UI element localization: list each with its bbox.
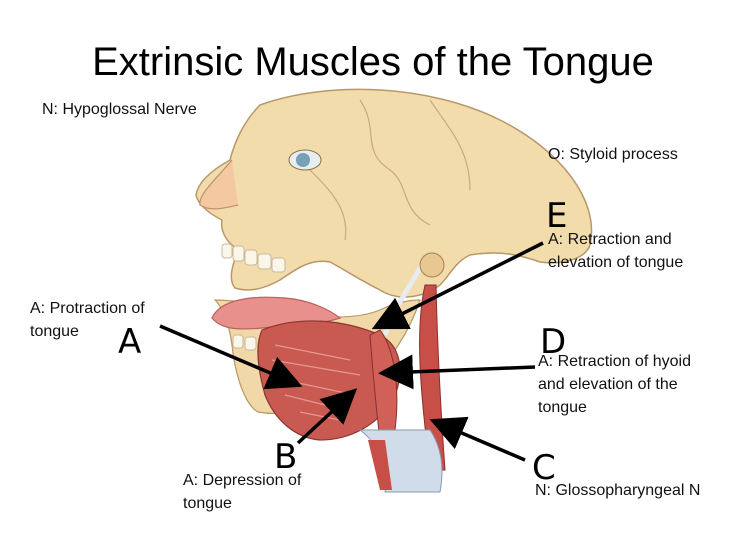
page-title: Extrinsic Muscles of the Tongue [92,40,654,84]
label-hypoglossal-nerve: N: Hypoglossal Nerve [42,101,197,118]
upper-teeth [221,243,286,273]
label-glossopharyngeal-nerve: N: Glossopharyngeal N [535,482,701,499]
label-action-d-1: A: Retraction of hyoid [538,353,691,370]
arrow-c [429,416,526,462]
label-action-b-1: A: Depression of [183,472,302,489]
nose [199,159,239,210]
letter-e: E [546,196,568,236]
label-action-d-2: and elevation of the [538,376,678,393]
letter-c: C [532,448,556,488]
arrow-b [296,388,358,445]
arrow-d [378,354,536,390]
label-action-b-2: tongue [183,495,232,512]
label-styloid-origin: O: Styloid process [548,146,678,163]
lower-teeth [232,334,257,351]
arrow-a [159,324,303,390]
neck-structures [358,429,443,493]
neck-muscle-strip [368,440,392,490]
label-action-e-1: A: Retraction and [548,231,672,248]
eye-iris [296,153,310,167]
letter-a: A [118,322,142,362]
letter-d: D [540,322,567,362]
label-action-a-1: A: Protraction of [30,300,145,317]
skull [195,88,593,298]
arrow-e [371,241,544,330]
muscle-striations [271,344,361,421]
tongue-muscles [257,320,401,441]
label-action-e-2: elevation of tongue [548,254,684,271]
skull-sutures [309,99,471,241]
ear-canal [419,252,445,278]
label-action-d-3: tongue [538,399,587,416]
label-action-a-2: tongue [30,323,79,340]
letter-b: B [274,437,298,477]
